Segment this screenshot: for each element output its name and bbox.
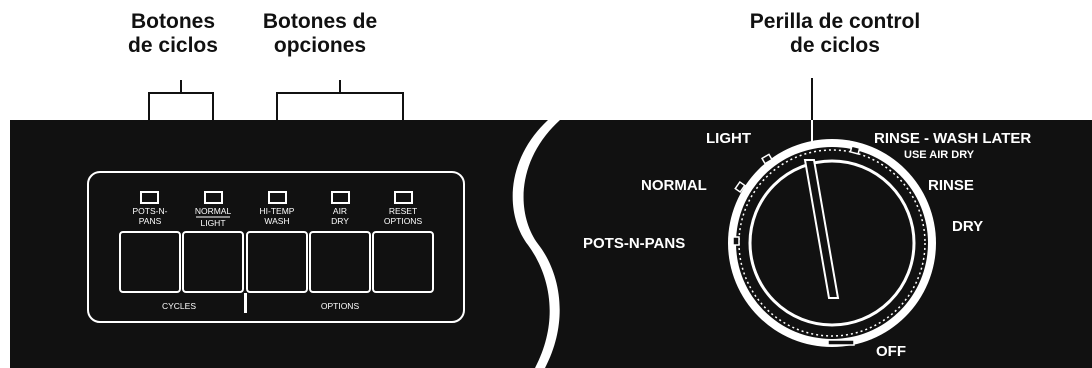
callout-cycle-knob: Perilla de control de ciclos — [735, 10, 935, 58]
dial-marks — [732, 145, 861, 346]
dial-label-rinse: RINSE — [928, 177, 974, 194]
normal-light-button[interactable] — [182, 231, 244, 293]
dial-label-normal: NORMAL — [641, 177, 707, 194]
indicator-light — [394, 191, 413, 204]
button-label-bottom: OPTIONS — [384, 216, 423, 226]
cycle-control-knob[interactable] — [728, 139, 936, 347]
callout-line-2: de ciclos — [128, 34, 218, 57]
button-label-bottom: LIGHT — [200, 218, 225, 228]
group-label-cycles: CYCLES — [162, 301, 196, 311]
pots-n-pans-button[interactable] — [119, 231, 181, 293]
group-label-options: OPTIONS — [321, 301, 360, 311]
indicator-lights — [140, 191, 413, 204]
callout-leaders — [148, 80, 404, 192]
button-label-top: AIR — [333, 206, 347, 216]
button-label-top: POTS-N- — [133, 206, 168, 216]
panel-divider — [512, 120, 560, 368]
hi-temp-wash-button[interactable] — [246, 231, 308, 293]
indicator-light — [204, 191, 223, 204]
dial-label-pots-n-pans: POTS-N-PANS — [583, 235, 685, 252]
indicator-light — [140, 191, 159, 204]
group-separator — [244, 293, 247, 313]
callout-line-2: opciones — [273, 34, 367, 57]
air-dry-button[interactable] — [309, 231, 371, 293]
callout-option-buttons: Botones de opciones — [255, 10, 385, 58]
indicator-light — [331, 191, 350, 204]
button-label-top: HI-TEMP — [260, 206, 295, 216]
dial-label-dry: DRY — [952, 218, 983, 235]
callout-cycle-buttons: Botones de ciclos — [118, 10, 228, 58]
knob-face — [748, 159, 916, 327]
dial-mark — [734, 180, 746, 194]
dial-mark — [761, 153, 773, 165]
callout-line-1: Botones — [131, 10, 215, 33]
dial-label-off: OFF — [876, 343, 906, 360]
button-label-top: NORMAL — [195, 206, 232, 216]
reset-options-button[interactable] — [372, 231, 434, 293]
indicator-light — [268, 191, 287, 204]
callout-line-1: Botones de — [262, 10, 378, 33]
button-panel-frame — [87, 171, 465, 323]
dial-label-use-air-dry: USE AIR DRY — [904, 149, 975, 161]
knob-pointer — [803, 159, 840, 299]
button-label-bottom: WASH — [264, 216, 289, 226]
callout-line-1: Perilla de control — [749, 10, 921, 33]
button-label-bottom: PANS — [139, 216, 162, 226]
dial-label-rinse-wash-later: RINSE - WASH LATER — [874, 130, 1031, 147]
dial-mark — [732, 236, 740, 246]
dial-mark — [849, 145, 861, 155]
callout-line-2: de ciclos — [790, 34, 880, 57]
dial-label-light: LIGHT — [706, 130, 751, 147]
off-mark — [827, 339, 855, 346]
button-label-bottom: DRY — [331, 216, 349, 226]
button-label-top: RESET — [389, 206, 417, 216]
